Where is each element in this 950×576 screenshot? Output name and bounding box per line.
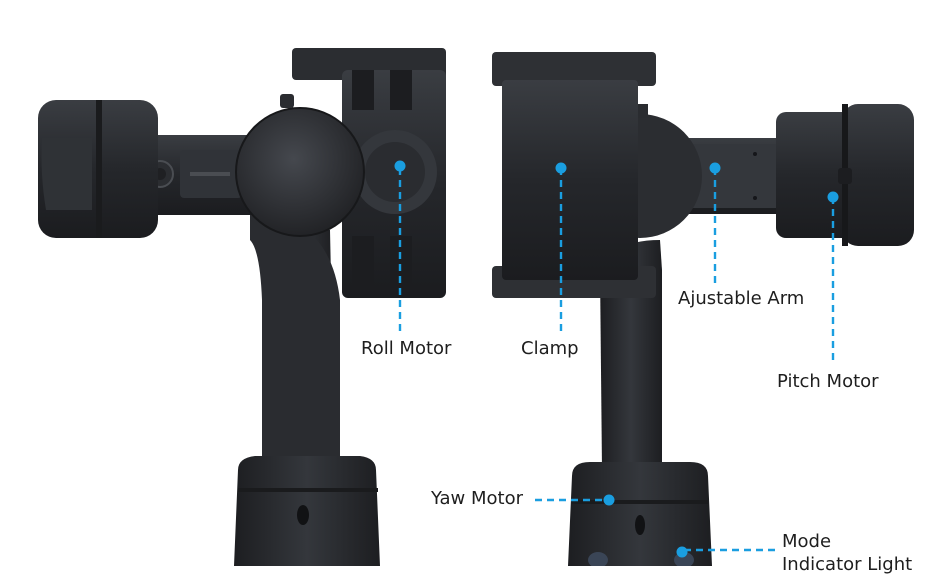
left-pitch-motor-band: [96, 100, 102, 238]
left-clamp-groove-2: [390, 70, 412, 110]
left-base-ring: [238, 488, 378, 492]
callout-dots: [394, 160, 839, 558]
pitch-motor-label: Pitch Motor: [777, 371, 879, 392]
roll-motor-dot: [394, 160, 406, 172]
mode-indicator-label: Mode Indicator Light: [782, 531, 913, 575]
pitch-motor-dot: [827, 191, 839, 203]
left-gimbal: [38, 48, 446, 566]
right-pitch-motor-body: [776, 112, 852, 238]
right-clamp-body: [502, 80, 638, 280]
yaw-motor-dot: [603, 494, 615, 506]
left-roll-disc: [236, 108, 364, 236]
right-base-indicator-left: [588, 552, 608, 568]
left-handle-curve: [250, 210, 340, 470]
right-base-key: [635, 515, 645, 535]
right-pitch-motor-cap: [842, 104, 914, 246]
right-base-ring: [572, 500, 708, 504]
right-arm-hole: [753, 196, 757, 200]
left-clamp-groove-4: [390, 236, 412, 286]
roll-motor-label: Roll Motor: [361, 338, 452, 359]
left-pitch-motor-face: [41, 138, 92, 210]
right-arm-hole: [753, 152, 757, 156]
yaw-motor-label: Yaw Motor: [431, 488, 524, 509]
left-roll-tab: [280, 94, 294, 108]
clamp-dot: [555, 162, 567, 174]
callouts: [398, 168, 835, 552]
mode-indicator-dot: [676, 546, 688, 558]
right-base: [568, 462, 712, 566]
clamp-label: Clamp: [521, 338, 579, 359]
adjustable-arm-label: Ajustable Arm: [678, 288, 805, 309]
right-clamp-tab: [638, 104, 648, 118]
right-pitch-motor-tab: [838, 168, 852, 184]
left-clamp-groove-1: [352, 70, 374, 110]
left-roll-motor-back-inner: [365, 142, 425, 202]
adjustable-arm-dot: [709, 162, 721, 174]
left-base-button: [297, 505, 309, 525]
left-clamp-groove-3: [352, 236, 374, 286]
right-gimbal: [492, 52, 914, 568]
right-clamp-top: [492, 52, 656, 86]
left-roll-disc-rim: [235, 107, 365, 237]
